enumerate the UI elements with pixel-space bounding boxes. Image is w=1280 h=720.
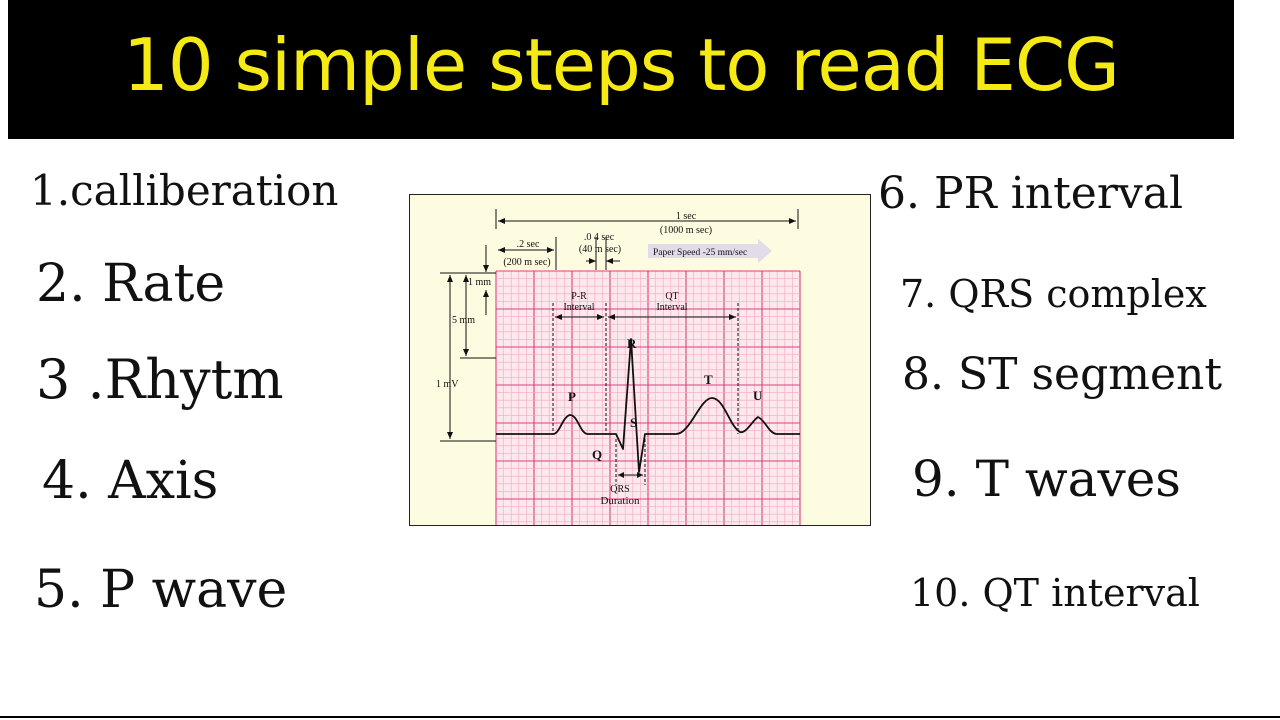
step-1-calibration: 1.calliberation xyxy=(30,166,339,215)
label-one-sec: 1 sec xyxy=(676,211,697,222)
step-3-rhythm: 3 .Rhytm xyxy=(36,348,284,411)
label-qt-interval-2: Interval xyxy=(656,302,687,313)
bottom-rule xyxy=(0,716,1280,718)
label-one-sec-ms: (1000 m sec) xyxy=(660,225,712,236)
paper-speed-arrow xyxy=(648,239,772,263)
step-2-rate: 2. Rate xyxy=(36,254,226,314)
ecg-diagram: 1 sec (1000 m sec) .2 sec (200 m sec) .0… xyxy=(409,194,871,526)
label-two-tenths-sec: .2 sec xyxy=(517,239,540,250)
ecg-measure-lines xyxy=(440,209,799,485)
ecg-arrowheads xyxy=(447,218,796,478)
label-pr-interval-1: P-R xyxy=(571,291,587,302)
ecg-diagram-svg: 1 sec (1000 m sec) .2 sec (200 m sec) .0… xyxy=(410,195,870,525)
label-four-hundredths-ms: (40 m sec) xyxy=(579,244,621,255)
label-qrs-duration-1: QRS xyxy=(610,484,629,495)
label-five-mm: 5 mm xyxy=(452,315,475,326)
label-wave-q: Q xyxy=(592,447,602,462)
label-two-tenths-ms: (200 m sec) xyxy=(503,257,550,268)
ecg-trace xyxy=(496,338,800,473)
label-wave-s: S xyxy=(630,415,637,430)
ecg-grid xyxy=(495,270,801,525)
step-7-qrs-complex: 7. QRS complex xyxy=(900,272,1207,316)
label-wave-u: U xyxy=(753,388,763,403)
step-4-axis: 4. Axis xyxy=(42,451,219,511)
step-8-st-segment: 8. ST segment xyxy=(902,349,1223,400)
step-9-t-waves: 9. T waves xyxy=(912,450,1181,508)
label-wave-t: T xyxy=(704,372,713,387)
label-one-mm: 1 mm xyxy=(468,277,491,288)
label-wave-p: P xyxy=(568,389,576,404)
label-pr-interval-2: Interval xyxy=(563,302,594,313)
title-banner: 10 simple steps to read ECG xyxy=(8,0,1234,139)
label-four-hundredths-sec: .0 4 sec xyxy=(584,232,615,243)
step-5-p-wave: 5. P wave xyxy=(34,560,288,620)
step-10-qt-interval: 10. QT interval xyxy=(910,571,1200,615)
label-paper-speed: Paper Speed -25 mm/sec xyxy=(653,248,747,258)
step-6-pr-interval: 6. PR interval xyxy=(878,168,1184,219)
label-wave-r: R xyxy=(627,336,637,351)
label-one-mv: 1 mV xyxy=(436,379,459,390)
page-title: 10 simple steps to read ECG xyxy=(123,23,1120,107)
label-qrs-duration-2: Duration xyxy=(600,495,640,507)
label-qt-interval-1: QT xyxy=(665,291,678,302)
